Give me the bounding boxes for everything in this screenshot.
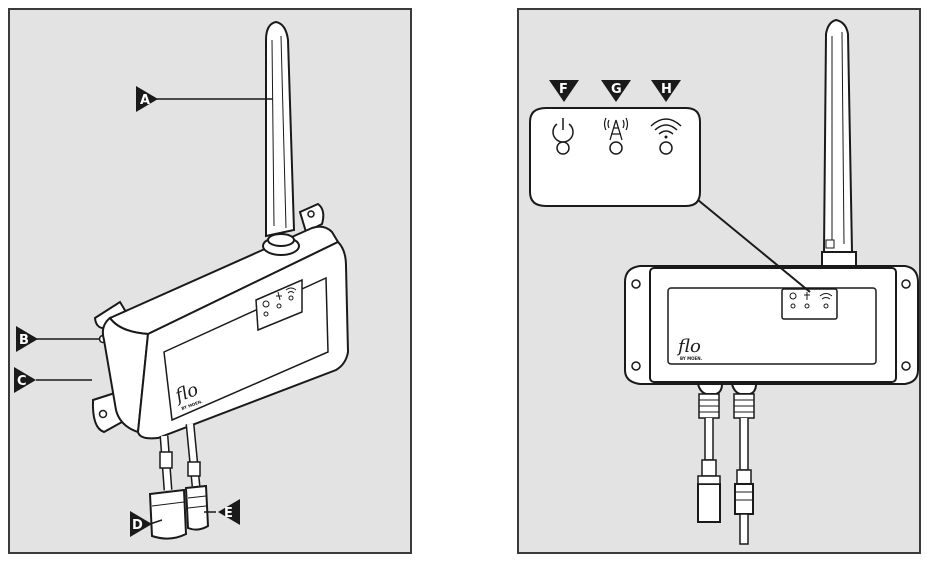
callout-c: C [14,367,36,393]
right-brand-logo: flo [676,336,701,357]
svg-text:H: H [661,82,672,97]
left-antenna-base [262,233,300,256]
left-power-icon [262,300,270,308]
svg-text:E: E [224,506,233,521]
left-housing-side [101,316,150,434]
right-small-power-icon [789,292,797,300]
svg-text:B: B [19,333,29,348]
zoom-cellular-tower-icon [603,117,629,141]
zoom-leader [697,199,811,293]
right-housing-body [649,267,897,383]
left-antenna [265,20,296,238]
left-mount-hole-top [307,210,315,218]
right-cable-left [696,383,724,523]
svg-text:G: G [611,82,622,97]
left-cellular-led [276,303,282,309]
callout-e: E [218,499,240,525]
left-power-led [263,311,269,317]
svg-text:C: C [17,374,27,389]
right-panel: flo BY MOEN. [517,8,921,554]
left-wifi-led [288,295,294,301]
left-cellular-icon [276,291,282,301]
svg-text:A: A [140,93,150,108]
left-flange-top-right [298,202,325,234]
callout-a: A [136,86,158,112]
right-front-inset [667,287,877,365]
callout-h: H [651,80,681,102]
right-small-power-led [790,303,796,309]
right-antenna [821,18,857,267]
zoom-power-led [556,141,570,155]
zoom-wifi-icon [650,118,682,139]
right-mount-hole-tl [631,279,641,289]
left-cable-e [184,423,210,531]
zoom-cellular-led [609,141,623,155]
zoom-wifi-led [659,141,673,155]
right-small-cellular-icon [804,292,810,300]
right-brand-sub: BY MOEN. [680,356,703,361]
right-small-wifi-led [823,303,829,309]
left-cable-d [148,435,188,540]
left-mount-hole-lower [98,409,108,419]
right-mount-hole-tr [901,279,911,289]
svg-text:F: F [559,82,568,97]
right-small-cellular-led [804,303,810,309]
svg-text:D: D [132,518,143,533]
callout-g: G [601,80,631,102]
callout-d: D [130,511,152,537]
callout-f: F [549,80,579,102]
right-mount-hole-br [901,361,911,371]
right-small-wifi-icon [819,293,833,300]
right-mount-hole-bl [631,361,641,371]
left-wifi-icon [285,287,297,294]
callout-b: B [16,326,38,352]
right-cable-right [730,383,758,545]
leader-d [149,519,163,525]
left-panel: flo BY MOEN. A [8,8,412,554]
